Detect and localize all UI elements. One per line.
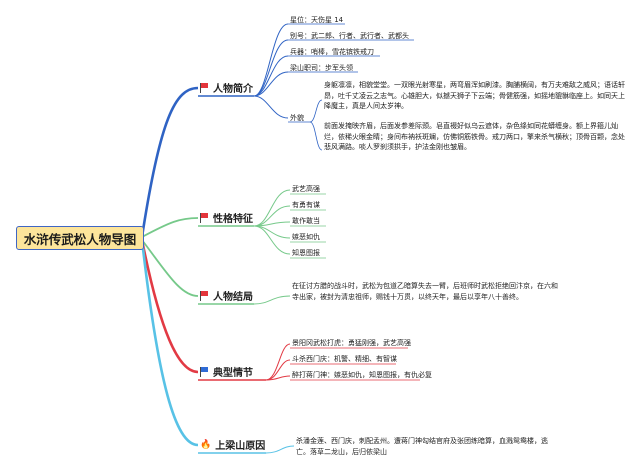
reason-text[interactable]: 杀潘金莲、西门庆，刺配孟州。遭蒋门神勾结官府及张团练暗算，血溅鸳鸯楼，逃亡。落草… — [296, 437, 548, 456]
trait-item[interactable]: 武艺高强 — [292, 185, 320, 193]
root-title: 水浒传武松人物导图 — [23, 231, 137, 247]
profile-weapons[interactable]: 兵器：哨棒，雪花镔铁戒刀 — [290, 48, 374, 56]
root-topic[interactable]: 水浒传武松人物导图 — [16, 226, 144, 250]
branch-profile — [140, 86, 199, 238]
profile-post[interactable]: 梁山职司：步军头领 — [290, 64, 353, 72]
topic-profile[interactable]: 人物简介 — [200, 80, 253, 95]
branch-plots — [140, 239, 199, 374]
plot-item[interactable]: 景阳冈武松打虎：勇猛刚强，武艺高强 — [292, 339, 411, 347]
topic-ending[interactable]: 人物结局 — [200, 288, 253, 303]
trait-item[interactable]: 知恩图报 — [292, 249, 320, 257]
topic-ending-label: 人物结局 — [213, 292, 253, 303]
red-flag-icon — [200, 213, 209, 223]
topic-traits-label: 性格特征 — [213, 214, 253, 225]
plot-item[interactable]: 斗杀西门庆：机警、精细、有智谋 — [292, 355, 397, 363]
ending-text[interactable]: 在征讨方腊的战斗时，武松为包道乙暗算失去一臂，后班师时武松拒绝回汴京，在六和寺出… — [292, 282, 558, 301]
trait-item[interactable]: 嫉恶如仇 — [292, 233, 320, 241]
trait-item[interactable]: 敢作敢当 — [292, 217, 320, 225]
profile-star[interactable]: 星位：天伤星 14 — [290, 16, 344, 24]
red-flag-icon — [200, 83, 209, 93]
branch-ending — [141, 239, 199, 297]
topic-plots[interactable]: 典型情节 — [200, 364, 253, 379]
topic-reason[interactable]: 🔥 上梁山原因 — [200, 437, 266, 453]
plot-item[interactable]: 醉打蒋门神：嫉恶如仇，知恩图报，有仇必复 — [292, 371, 432, 379]
profile-appearance-label[interactable]: 外貌 — [290, 114, 304, 122]
profile-appearance-2[interactable]: 前面发掩映齐眉，后面发参差际颈。皂直裰好似乌云遮体，杂色绦如同花蟒缠身。额上界箍… — [324, 122, 625, 151]
branch-traits — [141, 217, 199, 238]
topic-plots-label: 典型情节 — [213, 368, 253, 379]
red-flag-icon — [200, 291, 209, 301]
fire-icon: 🔥 — [200, 439, 212, 450]
profile-appearance-1[interactable]: 身躯凛凛，相貌堂堂。一双眼光射寒星，两弯眉浑如刷漆。胸脯横阔，有万夫难敌之威风；… — [324, 81, 625, 110]
topic-reason-label: 上梁山原因 — [215, 441, 266, 452]
blue-flag-icon — [200, 367, 209, 377]
trait-item[interactable]: 有勇有谋 — [292, 201, 320, 209]
branch-reason — [140, 239, 199, 447]
topic-profile-label: 人物简介 — [213, 84, 253, 95]
profile-aliases[interactable]: 别号：武二郎、行者、武行者、武都头 — [290, 32, 409, 40]
topic-traits[interactable]: 性格特征 — [200, 210, 253, 225]
